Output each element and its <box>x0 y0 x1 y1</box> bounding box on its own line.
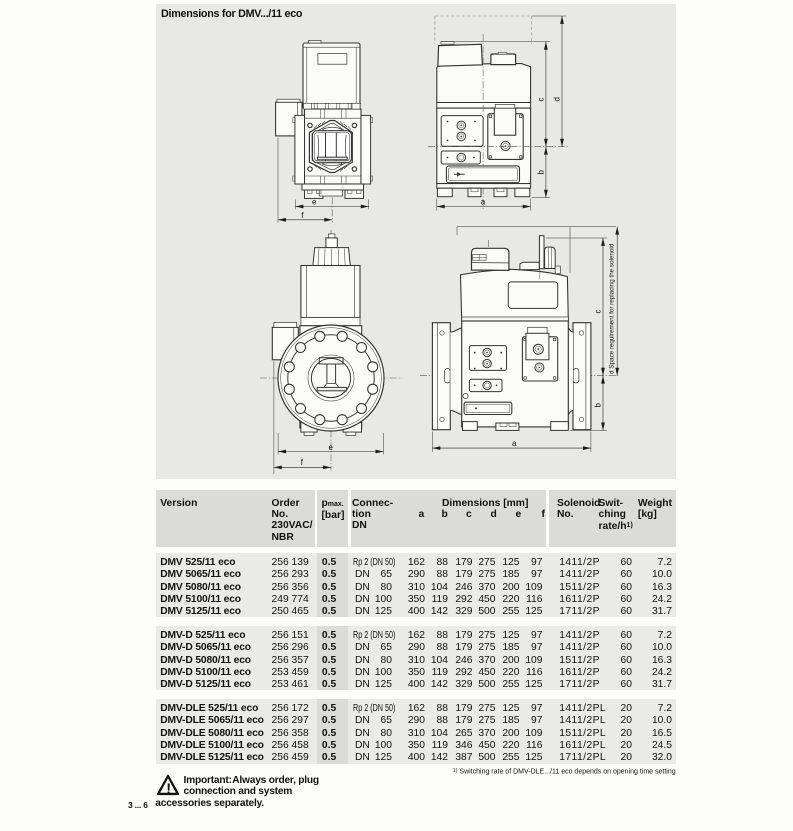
svg-text:!: ! <box>166 781 171 797</box>
svg-text:c: c <box>594 310 603 314</box>
svg-text:a: a <box>512 439 517 448</box>
svg-text:e: e <box>312 198 317 207</box>
svg-text:f: f <box>301 458 304 467</box>
svg-text:b: b <box>594 403 603 408</box>
svg-text:b: b <box>536 170 545 175</box>
svg-text:e: e <box>329 443 334 452</box>
svg-text:f: f <box>301 211 304 220</box>
svg-text:a: a <box>481 198 486 207</box>
svg-text:d: d <box>552 97 561 101</box>
svg-text:d Space requirement for replac: d Space requirement for replacing the so… <box>609 243 616 374</box>
svg-text:c: c <box>536 98 545 102</box>
